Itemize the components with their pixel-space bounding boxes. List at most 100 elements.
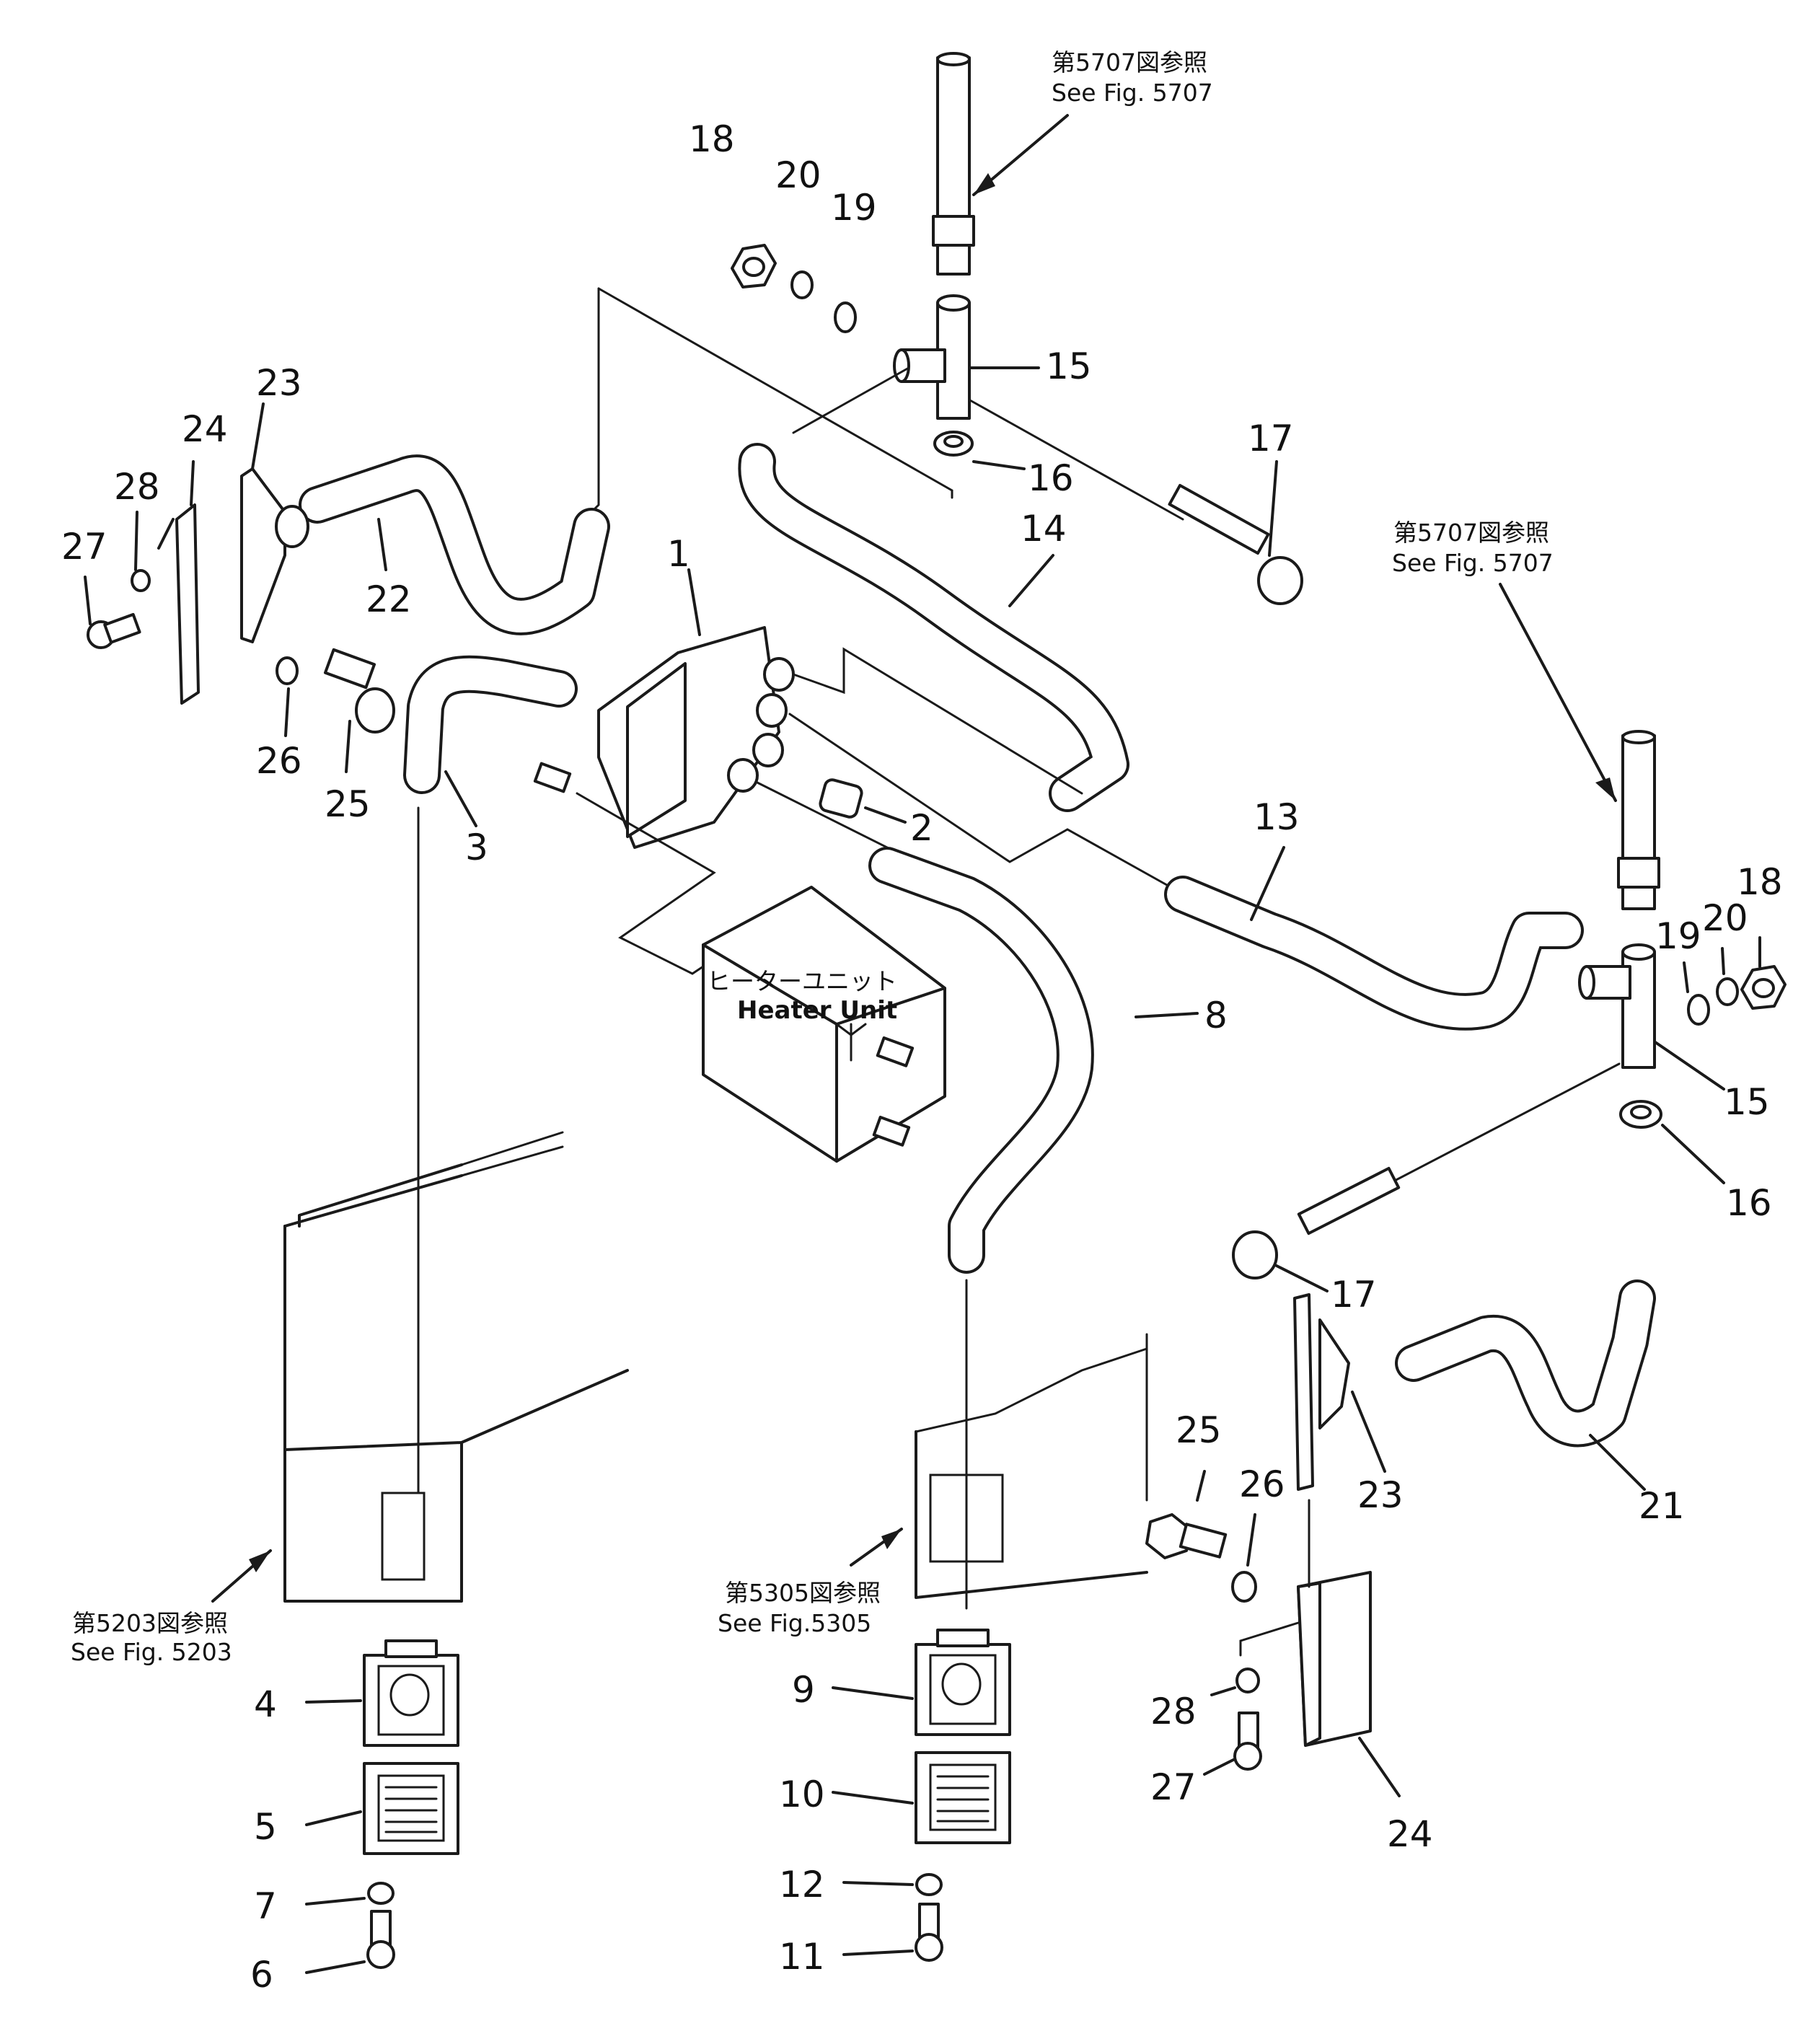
hose-3	[403, 655, 578, 794]
grommet-16-top	[933, 431, 974, 457]
callout-10: 10	[779, 1774, 825, 1815]
callout-16-right: 16	[1726, 1182, 1772, 1224]
callout-23-right: 23	[1357, 1474, 1404, 1516]
callout-12: 12	[779, 1864, 825, 1906]
ref-5707-top-en: See Fig. 5707	[1052, 79, 1213, 107]
heater-unit-label-jp: ヒーターユニット	[707, 967, 897, 995]
screw-11	[915, 1903, 943, 1962]
vent-9	[915, 1629, 1011, 1736]
callout-8: 8	[1204, 995, 1228, 1036]
tee-fitting-15-top	[893, 294, 971, 420]
callout-25-right: 25	[1176, 1409, 1222, 1451]
screw-27-right	[1233, 1712, 1262, 1771]
duct-23-right	[1293, 1293, 1350, 1491]
nut-18-top	[731, 244, 777, 288]
leader-line-heater	[788, 713, 1191, 899]
ref-5305-jp: 第5305図参照	[725, 1579, 881, 1607]
heater-core-1	[597, 626, 795, 849]
callout-26-left: 26	[256, 740, 302, 782]
callout-17-right: 17	[1331, 1274, 1377, 1316]
ref-5707-top-jp: 第5707図参照	[1052, 48, 1207, 76]
bolt-25-right	[1145, 1513, 1228, 1559]
ref-5707-right-en: See Fig. 5707	[1392, 549, 1554, 577]
washer-19-top	[834, 301, 857, 333]
hose-14	[738, 443, 1129, 812]
screw-6	[366, 1910, 395, 1969]
hose-21	[1395, 1279, 1656, 1448]
callout-2: 2	[910, 807, 933, 849]
callout-23-left: 23	[256, 362, 302, 404]
callout-6: 6	[250, 1954, 273, 1996]
fitting-screw	[533, 762, 572, 793]
callout-13: 13	[1254, 796, 1300, 838]
callout-24-left: 24	[182, 408, 228, 450]
washer-26-left	[276, 656, 299, 685]
callout-4: 4	[254, 1683, 277, 1725]
cab-panel-left	[283, 806, 629, 1603]
ref-arrowhead-5707-top	[974, 173, 995, 195]
callout-19-top: 19	[831, 187, 877, 229]
grommet-16-right	[1619, 1100, 1662, 1129]
callout-11: 11	[779, 1936, 825, 1978]
washer-26-right	[1231, 1571, 1257, 1603]
callout-28-right: 28	[1150, 1691, 1197, 1732]
callout-27-right: 27	[1150, 1766, 1197, 1808]
bolt-25-left	[323, 648, 395, 734]
callout-20-right: 20	[1702, 897, 1748, 939]
callout-16-top: 16	[1028, 457, 1074, 499]
vertical-pipe-top	[932, 52, 975, 276]
grille-5	[363, 1762, 459, 1855]
hose-13	[1164, 876, 1584, 1031]
lock-washer-28-left	[131, 569, 151, 592]
ref-arrow-5707-right	[1499, 583, 1617, 802]
callout-9: 9	[792, 1669, 815, 1711]
grille-10	[915, 1751, 1011, 1844]
bolt-17-top	[969, 399, 1303, 605]
callout-25-left: 25	[325, 783, 371, 825]
ref-5707-right-jp: 第5707図参照	[1393, 519, 1549, 547]
callout-28-left: 28	[114, 466, 160, 508]
ref-5203-en: See Fig. 5203	[71, 1638, 232, 1666]
lock-washer-20-top	[790, 270, 814, 299]
washer-19-right	[1687, 994, 1710, 1026]
bolt-17-right	[1232, 1062, 1621, 1279]
bracket-24-right	[1297, 1571, 1372, 1747]
heater-unit-box	[702, 886, 946, 1163]
duct-23-left	[240, 467, 309, 643]
callout-26-right: 26	[1239, 1463, 1285, 1505]
callout-20-top: 20	[775, 154, 821, 196]
ref-5203-jp: 第5203図参照	[72, 1609, 228, 1637]
vent-4	[363, 1639, 459, 1747]
heater-unit-label-en: Heater Unit	[737, 996, 897, 1025]
callout-15-right: 15	[1724, 1081, 1770, 1123]
vertical-pipe-right	[1617, 730, 1660, 910]
callout-3: 3	[465, 827, 488, 868]
callout-5: 5	[254, 1806, 277, 1848]
callout-21: 21	[1639, 1485, 1685, 1527]
callout-7: 7	[254, 1885, 277, 1927]
lock-washer-20-right	[1716, 977, 1739, 1006]
callout-19-right: 19	[1655, 915, 1701, 957]
tee-fitting-15-right	[1578, 943, 1656, 1069]
callout-18-right: 18	[1737, 861, 1783, 903]
callout-22: 22	[366, 578, 412, 620]
hose-22	[299, 454, 610, 635]
callout-15-top: 15	[1046, 345, 1092, 387]
callout-18-top: 18	[689, 118, 735, 160]
ref-5305-en: See Fig.5305	[718, 1609, 871, 1637]
washer-7	[367, 1882, 395, 1905]
lock-washer-28-right	[1235, 1668, 1260, 1693]
cap-2	[819, 778, 863, 819]
callout-14: 14	[1021, 508, 1067, 550]
hose-8	[868, 847, 1094, 1274]
callout-24-right: 24	[1387, 1813, 1433, 1855]
leader-line-top	[597, 287, 953, 499]
cab-panel-center	[915, 1279, 1148, 1610]
callout-1: 1	[667, 533, 690, 575]
bracket-24-left	[175, 503, 200, 705]
callout-27-left: 27	[61, 526, 107, 568]
callout-17-top: 17	[1248, 418, 1294, 459]
washer-12	[915, 1873, 943, 1896]
